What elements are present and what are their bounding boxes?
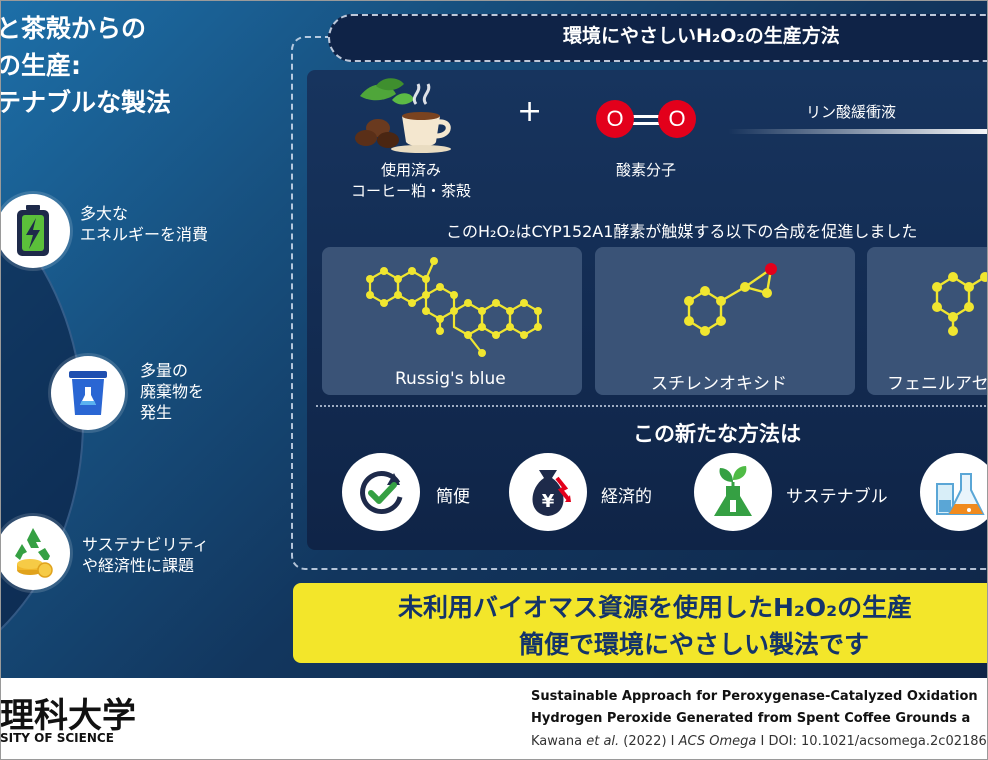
feature-label-sustainable: サステナブル bbox=[786, 487, 888, 507]
method-title: 環境にやさしいH₂O₂の生産方法 bbox=[563, 25, 840, 47]
conclusion-line-2: 簡便で環境にやさしい製法です bbox=[519, 630, 870, 659]
battery-icon bbox=[0, 194, 70, 268]
oxygen-atom-right: O bbox=[658, 100, 696, 138]
left-title-line-2: の生産: bbox=[0, 51, 81, 80]
features-title: この新たな方法は bbox=[633, 422, 801, 446]
left-item-energy-line-1: 多大な bbox=[80, 204, 129, 223]
citation: Kawana et al. (2022) I ACS Omega I DOI: … bbox=[531, 734, 987, 749]
buffer-arrow-line bbox=[728, 129, 988, 134]
molecule-card-phenylacetic: フェニルアセ bbox=[867, 247, 988, 395]
russigs-blue-structure bbox=[366, 257, 542, 357]
conclusion-box bbox=[293, 583, 988, 663]
citation-journal: ACS Omega bbox=[678, 734, 757, 749]
left-item-sustainability-label: サステナビリティ や経済性に課題 bbox=[82, 534, 209, 576]
phenyl-structure bbox=[932, 272, 988, 336]
input-coffee-line-2: コーヒー粕・茶殻 bbox=[350, 182, 471, 200]
citation-et-al: et al. bbox=[582, 734, 620, 749]
input-coffee-line-1: 使用済み bbox=[380, 161, 441, 179]
paper-title-line-1: Sustainable Approach for Peroxygenase-Ca… bbox=[531, 689, 978, 704]
left-item-waste-line-2: 廃棄物を bbox=[140, 382, 205, 401]
molecule-name-phenylacetic: フェニルアセ bbox=[887, 374, 988, 394]
left-item-energy-line-2: エネルギーを消費 bbox=[80, 225, 209, 244]
molecule-name-russigs-blue: Russig's blue bbox=[395, 369, 506, 389]
method-title-pill bbox=[328, 14, 988, 62]
synthesis-sentence: このH₂O₂はCYP152A1酵素が触媒する以下の合成を促進しました bbox=[446, 222, 918, 241]
input-coffee-label: 使用済み コーヒー粕・茶殻 bbox=[336, 160, 486, 202]
citation-doi[interactable]: I DOI: 10.1021/acsomega.2c02186 bbox=[756, 734, 987, 749]
svg-text:¥: ¥ bbox=[542, 491, 555, 512]
recycle-icon bbox=[0, 516, 70, 590]
left-item-waste-label: 多量の 廃棄物を 発生 bbox=[140, 360, 204, 423]
trash-bin-icon bbox=[51, 356, 125, 430]
refresh-check-icon bbox=[342, 453, 420, 531]
molecule-name-styrene-oxide: スチレンオキシド bbox=[651, 374, 787, 394]
left-item-waste-line-1: 多量の bbox=[140, 361, 189, 380]
input-oxygen-label: 酸素分子 bbox=[615, 161, 676, 179]
citation-year: (2022) I bbox=[619, 734, 679, 749]
feature-label-simple: 簡便 bbox=[436, 487, 470, 507]
left-item-waste-line-3: 発生 bbox=[140, 403, 173, 422]
left-item-sustain-line-2: や経済性に課題 bbox=[82, 556, 195, 575]
left-title: と茶殻からの の生産: テナブルな製法 bbox=[0, 10, 171, 121]
oxygen-atom-left: O bbox=[596, 100, 634, 138]
lab-glassware-icon bbox=[920, 453, 988, 531]
money-bag-icon: ¥ bbox=[509, 453, 587, 531]
feature-label-economical: 経済的 bbox=[601, 487, 652, 507]
university-logo-en: SITY OF SCIENCE bbox=[0, 731, 114, 745]
left-title-line-1: と茶殻からの bbox=[0, 14, 147, 43]
molecule-card-styrene-oxide: スチレンオキシド bbox=[595, 247, 855, 395]
plant-flask-icon bbox=[694, 453, 772, 531]
coffee-tea-icon bbox=[355, 78, 451, 153]
section-divider bbox=[316, 405, 988, 407]
left-title-line-3: テナブルな製法 bbox=[0, 88, 172, 117]
molecule-card-russigs-blue: Russig's blue bbox=[322, 247, 582, 395]
citation-authors: Kawana bbox=[531, 734, 583, 749]
oxygen-molecule-icon: O O bbox=[596, 100, 696, 140]
paper-title-line-2: Hydrogen Peroxide Generated from Spent C… bbox=[531, 711, 971, 726]
buffer-label: リン酸緩衝液 bbox=[806, 103, 897, 121]
left-item-energy-label: 多大な エネルギーを消費 bbox=[80, 203, 208, 245]
left-item-sustain-line-1: サステナビリティ bbox=[82, 535, 209, 554]
conclusion-line-1: 未利用バイオマス資源を使用したH₂O₂の生産 bbox=[398, 593, 913, 622]
plus-sign: + bbox=[517, 94, 543, 129]
poster-background: と茶殻からの の生産: テナブルな製法 多大な エネルギーを消費 多量の 廃棄物… bbox=[0, 0, 988, 678]
university-logo-jp: 理科大学 bbox=[0, 696, 136, 736]
styrene-oxide-structure bbox=[684, 263, 777, 336]
